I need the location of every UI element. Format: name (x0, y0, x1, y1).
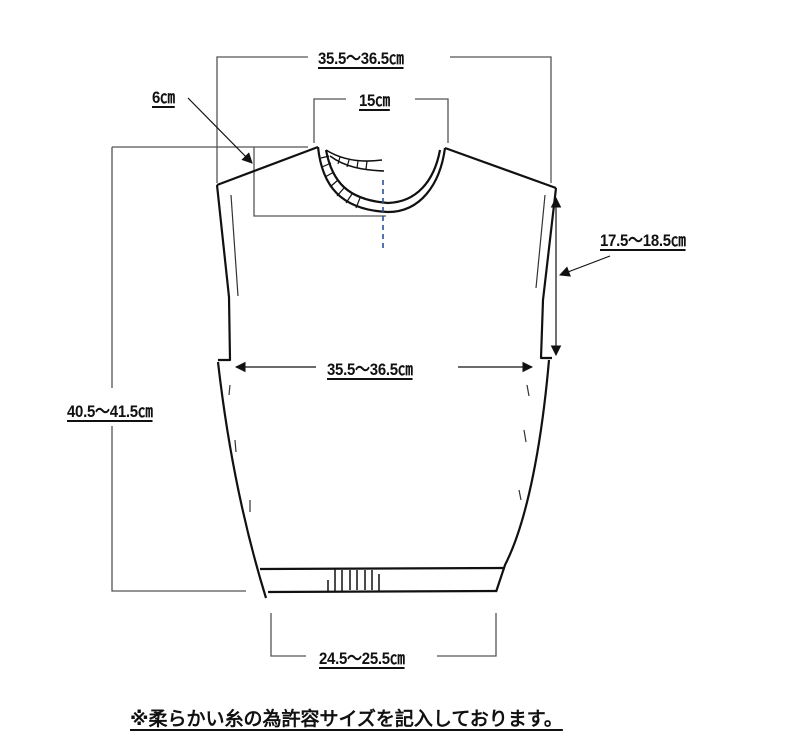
neck-rib-ticks (320, 155, 368, 209)
hem-width-label: 24.5～25.5㎝ (319, 649, 405, 668)
chest-width-label: 35.5～36.5㎝ (327, 360, 413, 379)
size-tolerance-note: ※柔らかい糸の為許容サイズを記入しております。 (130, 708, 563, 730)
neck-width-label: 15㎝ (359, 91, 390, 110)
body-length-label: 40.5～41.5㎝ (67, 402, 153, 421)
shoulder-drop-label: 6㎝ (152, 88, 175, 107)
shoulder-width-label: 35.5～36.5㎝ (318, 49, 404, 68)
armhole-depth-label: 17.5～18.5㎝ (600, 231, 686, 250)
hem-rib-ticks (327, 569, 380, 592)
sketch-marks (228, 194, 546, 512)
dimension-arrows (187, 97, 611, 373)
vest-outline (215, 145, 558, 599)
